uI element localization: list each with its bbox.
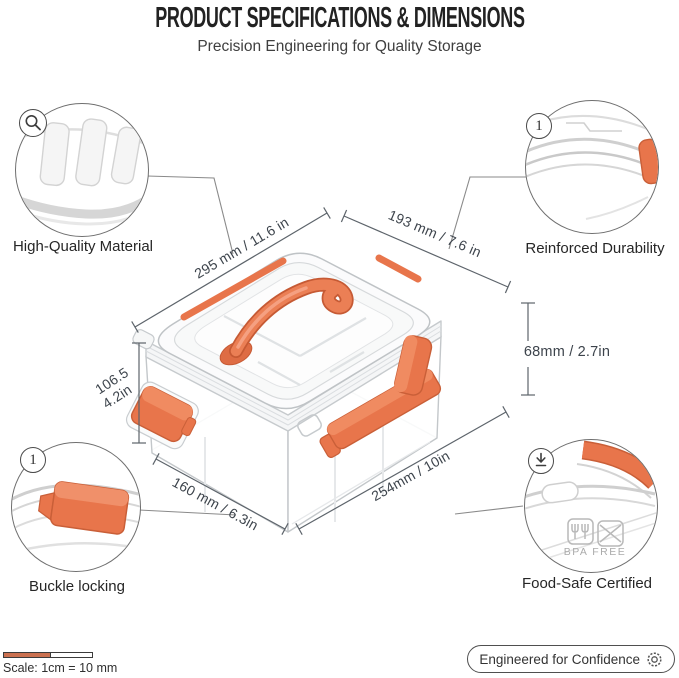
cutlery-icon bbox=[567, 518, 594, 545]
orange-buckle bbox=[38, 481, 130, 535]
feature-label-durability: Reinforced Durability bbox=[525, 240, 665, 257]
scale-label: Scale: 1cm = 10 mm bbox=[3, 661, 118, 675]
left-front-latch bbox=[125, 381, 199, 450]
carry-handle bbox=[219, 277, 354, 366]
dimension-lines bbox=[131, 207, 535, 535]
callout-durability-circle bbox=[525, 100, 659, 234]
foodsafe-badge bbox=[528, 448, 554, 474]
dim-top-depth: 193 mm / 7.6 in bbox=[386, 207, 484, 261]
crossed-box-icon bbox=[597, 520, 624, 547]
scale-bar-white bbox=[50, 652, 93, 658]
scale-bar-orange bbox=[3, 652, 50, 658]
right-side-latch bbox=[394, 335, 433, 396]
buckle-closeup bbox=[12, 481, 140, 554]
confidence-badge-label: Engineered for Confidence bbox=[479, 651, 640, 667]
page-title: PRODUCT SPECIFICATIONS & DIMENSIONS bbox=[154, 2, 525, 34]
container-illustration bbox=[125, 252, 442, 533]
bpa-free-caption: BPA FREE bbox=[564, 546, 627, 558]
header: PRODUCT SPECIFICATIONS & DIMENSIONS Prec… bbox=[0, 2, 679, 56]
feature-label-buckle: Buckle locking bbox=[29, 578, 125, 595]
magnifier-badge bbox=[19, 109, 47, 137]
gray-buckle-loop bbox=[297, 414, 322, 437]
feature-label-foodsafe: Food-Safe Certified bbox=[521, 575, 653, 592]
confidence-badge: Engineered for Confidence bbox=[467, 645, 675, 673]
foodsafe-closeup: BPA FREE bbox=[525, 440, 657, 567]
page-subtitle: Precision Engineering for Quality Storag… bbox=[197, 38, 482, 55]
gear-icon bbox=[647, 651, 662, 667]
leader-lines bbox=[138, 175, 526, 516]
scale-bar bbox=[3, 652, 93, 658]
badge-1-buckle: 1 bbox=[20, 447, 46, 473]
orange-clip bbox=[638, 138, 658, 185]
badge-1-durability: 1 bbox=[526, 113, 552, 139]
magnifier-icon bbox=[25, 115, 41, 131]
feature-label-material: High-Quality Material bbox=[12, 238, 154, 255]
dim-right-height: 68mm / 2.7in bbox=[524, 344, 610, 360]
download-arrow-icon bbox=[535, 452, 547, 467]
